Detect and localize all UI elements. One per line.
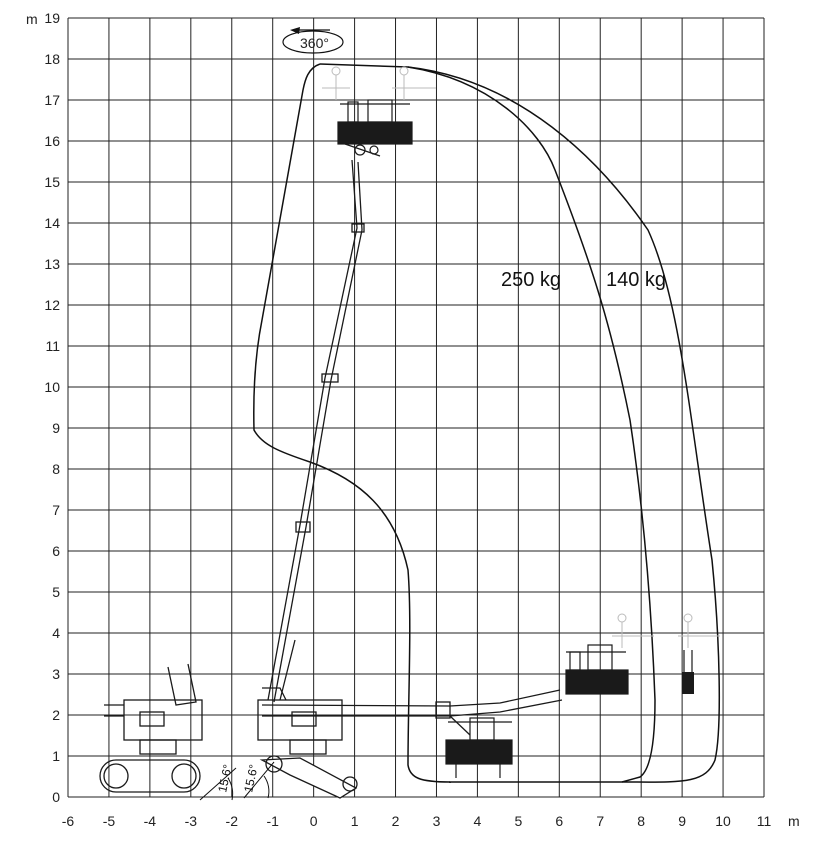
x-tick-label: 11 <box>757 813 772 829</box>
basket-far-right <box>682 672 694 694</box>
x-axis-ticks: -6 -5 -4 -3 -2 -1 0 1 2 3 4 5 6 7 8 9 10 11 <box>62 813 772 829</box>
x-tick-label: -6 <box>62 813 75 829</box>
slope-marker-right: 15.6° <box>241 761 275 799</box>
y-axis-unit: m <box>26 11 38 27</box>
x-axis-unit: m <box>788 813 800 829</box>
rotation-label: 360° <box>300 35 329 51</box>
y-tick-label: 19 <box>44 10 60 26</box>
y-tick-label: 17 <box>44 92 60 108</box>
y-tick-label: 4 <box>52 625 60 641</box>
x-tick-label: -1 <box>266 813 279 829</box>
x-tick-label: 5 <box>514 813 522 829</box>
x-tick-label: 2 <box>392 813 400 829</box>
envelope-250kg <box>407 66 656 783</box>
y-tick-label: 14 <box>44 215 60 231</box>
x-tick-label: -2 <box>226 813 239 829</box>
envelope-140kg <box>319 63 721 783</box>
y-tick-label: 5 <box>52 584 60 600</box>
machine-center <box>257 687 358 799</box>
basket-top <box>337 99 413 157</box>
x-tick-label: -3 <box>185 813 198 829</box>
x-tick-label: 9 <box>678 813 686 829</box>
x-tick-label: -4 <box>144 813 157 829</box>
rotation-arrow-icon <box>282 30 344 54</box>
y-tick-label: 9 <box>52 420 60 436</box>
y-tick-label: 13 <box>44 256 60 272</box>
x-tick-label: 10 <box>715 813 731 829</box>
load-label-250kg: 250 kg <box>501 269 561 291</box>
operator-figures-right <box>612 613 720 648</box>
x-tick-label: 7 <box>596 813 604 829</box>
operator-figures-top <box>322 66 436 100</box>
grid <box>67 17 765 798</box>
y-tick-label: 6 <box>52 543 60 559</box>
x-tick-label: 3 <box>433 813 441 829</box>
y-tick-label: 15 <box>44 174 60 190</box>
x-tick-label: 4 <box>474 813 482 829</box>
y-tick-label: 2 <box>52 707 60 723</box>
y-tick-label: 11 <box>45 338 60 354</box>
rotation-arrow-head-icon <box>290 27 300 34</box>
slope-marker-left: 15.6° <box>199 763 237 801</box>
x-tick-label: 6 <box>555 813 563 829</box>
y-tick-label: 7 <box>52 502 60 518</box>
basket-low <box>445 717 513 778</box>
y-tick-label: 18 <box>44 51 60 67</box>
slope-label-right: 15.6° <box>241 763 261 794</box>
y-tick-label: 1 <box>52 748 60 764</box>
y-tick-label: 10 <box>44 379 60 395</box>
load-label-140kg: 140 kg <box>606 269 666 291</box>
y-tick-label: 8 <box>52 461 60 477</box>
x-tick-label: 0 <box>310 813 318 829</box>
x-tick-label: 8 <box>637 813 645 829</box>
y-tick-label: 12 <box>44 297 60 313</box>
y-tick-label: 16 <box>44 133 60 149</box>
y-tick-label: 3 <box>52 666 60 682</box>
x-tick-label: -5 <box>103 813 116 829</box>
x-tick-label: 1 <box>351 813 359 829</box>
basket-right <box>565 644 629 695</box>
machine-left <box>99 663 203 793</box>
slope-label-left: 15.6° <box>215 763 235 794</box>
boom-extended <box>267 159 365 703</box>
boom-horizontal <box>261 689 563 736</box>
rotation-indicator: 360° <box>282 27 344 54</box>
envelope-inner <box>253 63 451 783</box>
y-tick-label: 0 <box>52 789 60 805</box>
